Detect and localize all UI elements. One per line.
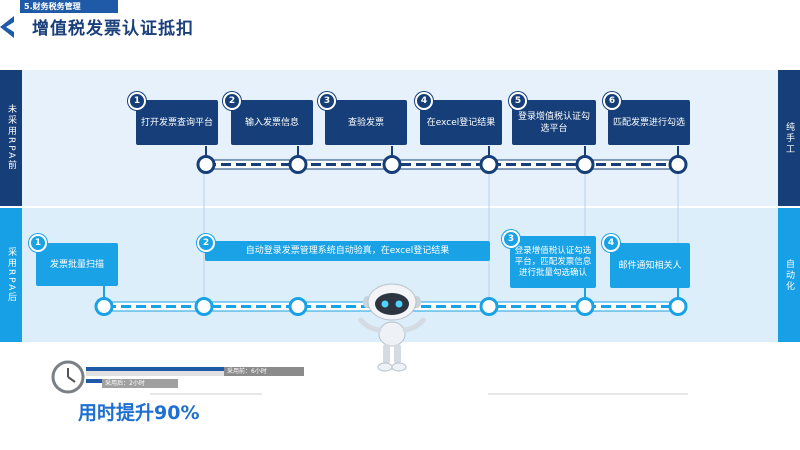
after-time-bar: 采用后：2小时	[86, 379, 178, 388]
before-step-4: 在excel登记结果	[420, 100, 502, 145]
improvement-text: 用时提升90%	[78, 398, 199, 425]
after-step-3-number: 3	[502, 230, 520, 248]
after-step-1-number: 1	[29, 234, 47, 252]
before-step-3: 查验发票	[325, 100, 407, 145]
after-time-fill	[86, 379, 102, 383]
before-timeline	[204, 160, 680, 169]
after-step-2: 自动登录发票管理系统自动验真，在excel登记结果	[205, 241, 490, 261]
before-step-3-number: 3	[318, 92, 336, 110]
after-step-3: 登录增值税认证勾选平台，匹配发票信息进行批量勾选确认	[510, 236, 596, 288]
before-time-label: 采用前：6小时	[224, 367, 304, 376]
before-step-2-number: 2	[223, 92, 241, 110]
before-step-5-number: 5	[509, 92, 527, 110]
clock-icon	[50, 359, 86, 395]
before-step-6: 匹配发票进行勾选	[608, 100, 690, 145]
before-step-1: 打开发票查询平台	[136, 100, 218, 145]
timing-comparison: 采用前：6小时 采用后：2小时	[86, 367, 306, 391]
after-step-4: 邮件通知相关人	[610, 243, 690, 288]
after-step-2-number: 2	[197, 234, 215, 252]
before-step-2: 输入发票信息	[231, 100, 313, 145]
before-step-4-number: 4	[415, 92, 433, 110]
after-step-1: 发票批量扫描	[36, 243, 118, 286]
robot-icon	[355, 282, 429, 374]
before-step-1-number: 1	[128, 92, 146, 110]
before-time-fill	[86, 367, 224, 371]
before-time-bar: 采用前：6小时	[86, 367, 304, 376]
after-time-label: 采用后：2小时	[102, 379, 178, 388]
before-step-6-number: 6	[603, 92, 621, 110]
after-step-4-number: 4	[602, 234, 620, 252]
